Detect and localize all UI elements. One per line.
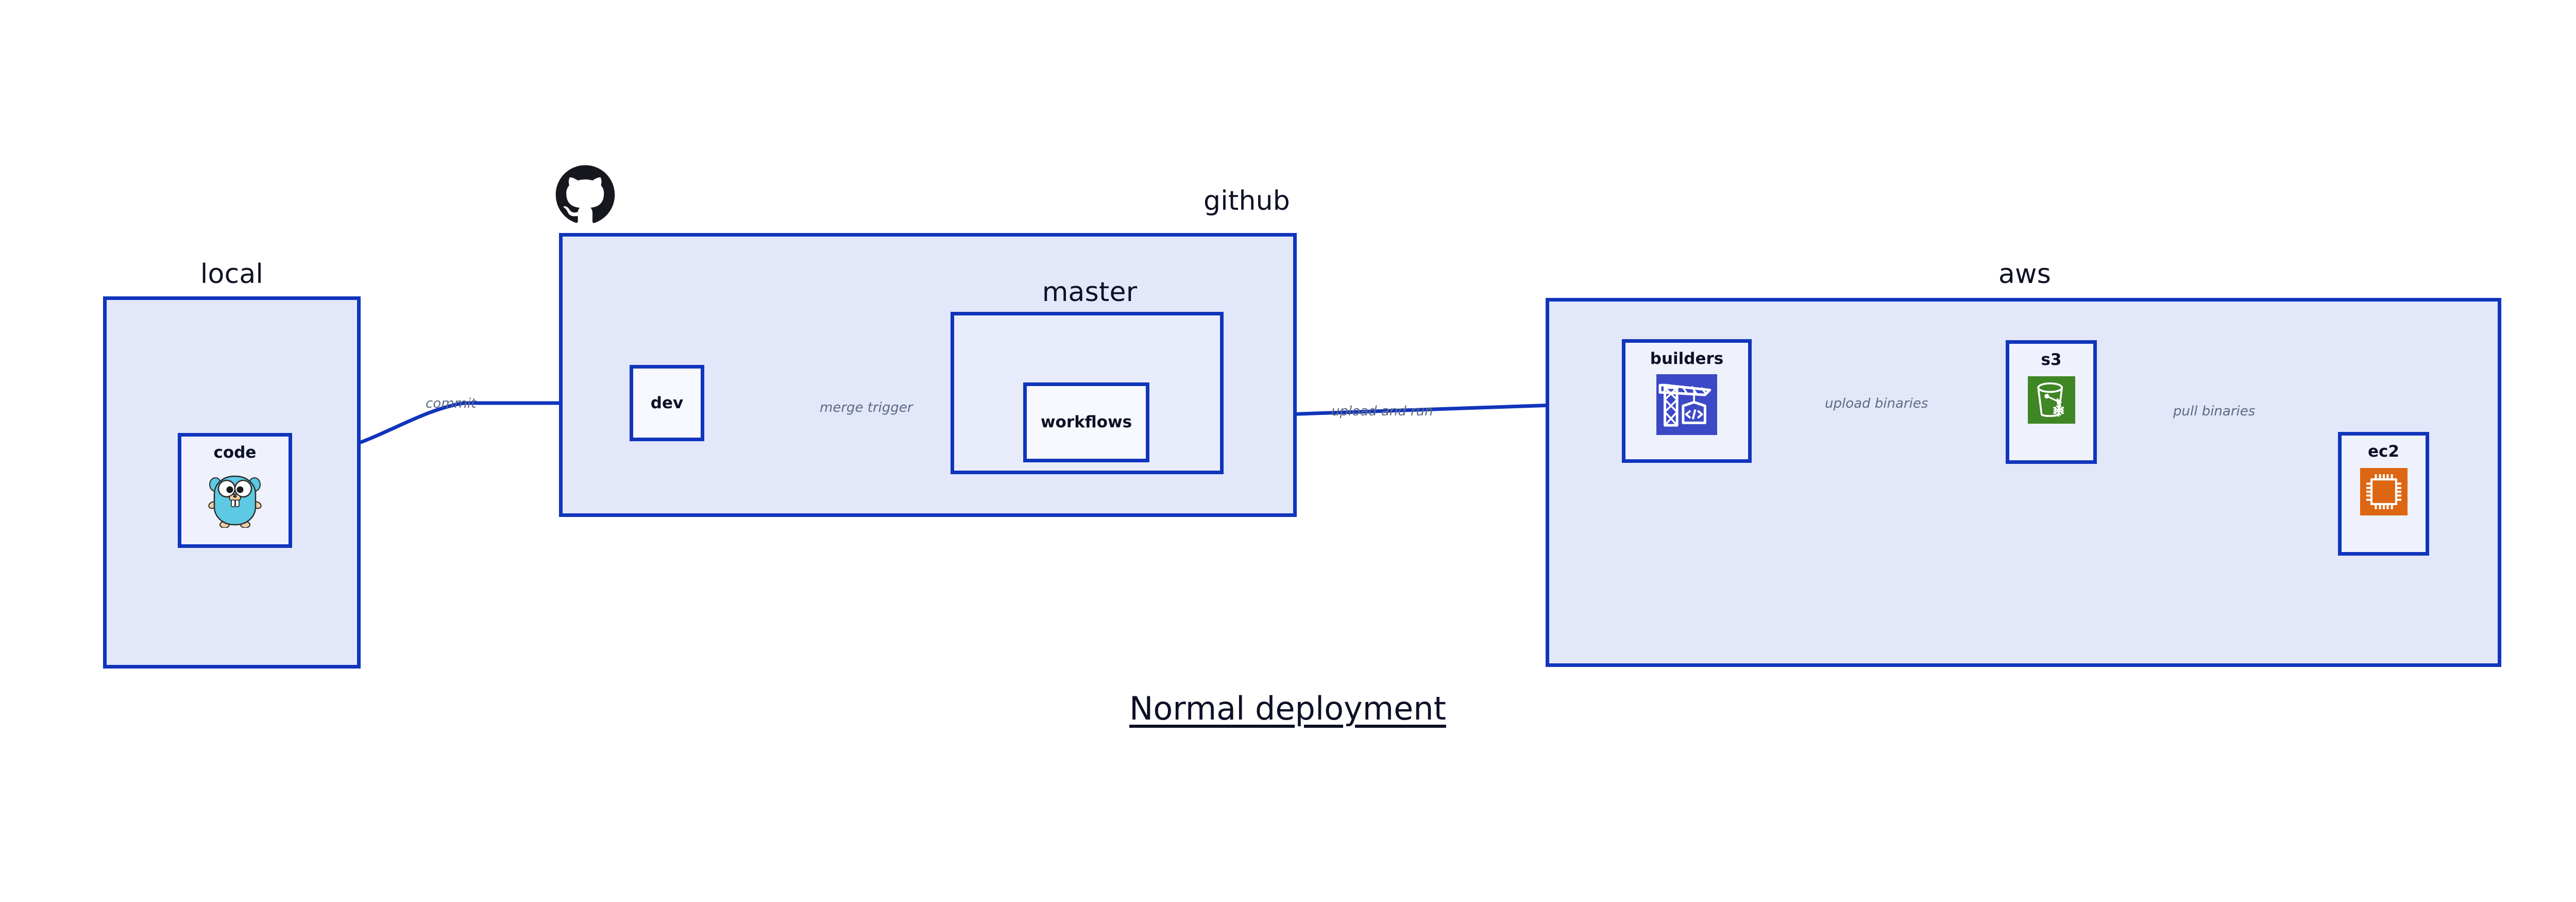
node-label-builders: builders (1650, 349, 1724, 368)
node-label-s3: s3 (2041, 350, 2062, 369)
node-builders[interactable]: builders (1622, 339, 1752, 463)
edge-label-commit: commit (426, 396, 477, 411)
zone-label-master: master (1042, 277, 1138, 308)
node-label-dev: dev (650, 393, 684, 412)
zone-label-local: local (200, 259, 264, 290)
crane-code-icon (1656, 374, 1717, 438)
node-s3[interactable]: s3 (2006, 340, 2097, 464)
s3-bucket-icon (2027, 376, 2075, 426)
go-gopher-icon (207, 468, 263, 530)
node-label-ec2: ec2 (2368, 442, 2399, 461)
edge-label-upload-binaries: upload binaries (1825, 396, 1928, 411)
github-octocat-icon (554, 164, 617, 229)
diagram-caption: Normal deployment (1129, 690, 1446, 727)
node-ec2[interactable]: ec2 (2338, 432, 2429, 556)
edge-label-merge-trigger: merge trigger (820, 400, 913, 415)
edge-label-upload-and-run: upload and run (1331, 404, 1433, 419)
node-label-code: code (213, 443, 257, 462)
node-code[interactable]: code (178, 433, 292, 548)
node-label-workflows: workflows (1040, 413, 1132, 431)
node-dev[interactable]: dev (630, 365, 704, 441)
cpu-chip-icon (2360, 468, 2408, 518)
zone-label-aws: aws (1998, 259, 2052, 290)
edge-label-pull-binaries: pull binaries (2173, 404, 2256, 419)
zone-label-github: github (1204, 186, 1290, 216)
node-workflows[interactable]: workflows (1023, 382, 1149, 462)
